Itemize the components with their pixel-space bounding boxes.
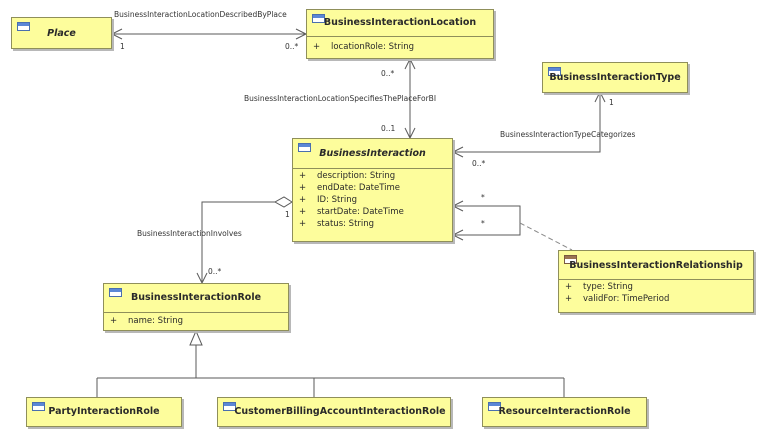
- mult-role-involves: 0..*: [208, 267, 222, 276]
- attribute: +description: String: [299, 171, 396, 181]
- class-name: CustomerBillingAccountInteractionRole: [234, 406, 446, 417]
- attribute: +status: String: [299, 219, 375, 229]
- class-place[interactable]: Place: [11, 17, 112, 49]
- mult-location-specifies: 0..*: [381, 69, 395, 78]
- class-party-interaction-role[interactable]: PartyInteractionRole: [26, 397, 182, 427]
- aggregation-diamond: [273, 196, 293, 208]
- attribute: +ID: String: [299, 195, 357, 205]
- class-name: PartyInteractionRole: [48, 406, 160, 417]
- class-icon: [17, 22, 30, 31]
- class-business-interaction-location[interactable]: BusinessInteractionLocation +locationRol…: [306, 9, 494, 59]
- mult-interaction-involves: 1: [285, 210, 290, 219]
- class-business-interaction-type[interactable]: BusinessInteractionType: [542, 62, 688, 93]
- class-icon: [298, 143, 311, 152]
- mult-location-end: 0..*: [285, 42, 299, 51]
- class-resource-interaction-role[interactable]: ResourceInteractionRole: [482, 397, 647, 427]
- class-name: ResourceInteractionRole: [498, 406, 631, 417]
- label-involves: BusinessInteractionInvolves: [137, 229, 242, 238]
- attribute: +startDate: DateTime: [299, 207, 404, 217]
- generalization-arrow: [189, 329, 203, 346]
- mult-self-top: *: [481, 193, 485, 202]
- class-icon: [488, 402, 501, 411]
- class-business-interaction-role[interactable]: BusinessInteractionRole +name: String: [103, 283, 289, 331]
- attribute: +locationRole: String: [313, 42, 414, 52]
- attribute: +validFor: TimePeriod: [565, 294, 670, 304]
- association-class-link: [519, 222, 573, 251]
- label-described-by-place: BusinessInteractionLocationDescribedByPl…: [114, 10, 287, 19]
- mult-type-end: 1: [609, 98, 614, 107]
- label-type-categorizes: BusinessInteractionTypeCategorizes: [500, 130, 636, 139]
- mult-interaction-type: 0..*: [472, 159, 486, 168]
- assoc-type-categorizes: [451, 90, 606, 158]
- class-icon: [32, 402, 45, 411]
- class-icon: [312, 14, 325, 23]
- generalization-tree: [96, 345, 565, 397]
- class-name: BusinessInteractionRole: [130, 292, 262, 303]
- association-class-icon: [564, 255, 577, 264]
- class-name: Place: [47, 28, 76, 39]
- attribute: +endDate: DateTime: [299, 183, 401, 193]
- mult-self-bottom: *: [481, 219, 485, 228]
- mult-interaction-specifies: 0..1: [381, 124, 396, 133]
- attribute: +type: String: [565, 282, 633, 292]
- class-business-interaction[interactable]: BusinessInteraction +description: String…: [292, 138, 453, 242]
- label-specifies-place: BusinessInteractionLocationSpecifiesTheP…: [244, 94, 437, 103]
- class-name: BusinessInteractionType: [549, 72, 681, 83]
- mult-place-end: 1: [120, 42, 125, 51]
- class-icon: [223, 402, 236, 411]
- class-icon: [548, 67, 561, 76]
- class-name: BusinessInteraction: [319, 148, 426, 159]
- class-customer-billing-account-interaction-role[interactable]: CustomerBillingAccountInteractionRole: [217, 397, 451, 427]
- class-icon: [109, 288, 122, 297]
- assoc-described-by-place: [110, 28, 308, 40]
- class-name: BusinessInteractionRelationship: [569, 260, 743, 271]
- attribute: +name: String: [110, 316, 184, 326]
- class-business-interaction-relationship[interactable]: BusinessInteractionRelationship +type: S…: [558, 250, 754, 313]
- class-name: BusinessInteractionLocation: [323, 17, 477, 28]
- assoc-self-relationship: [451, 200, 521, 241]
